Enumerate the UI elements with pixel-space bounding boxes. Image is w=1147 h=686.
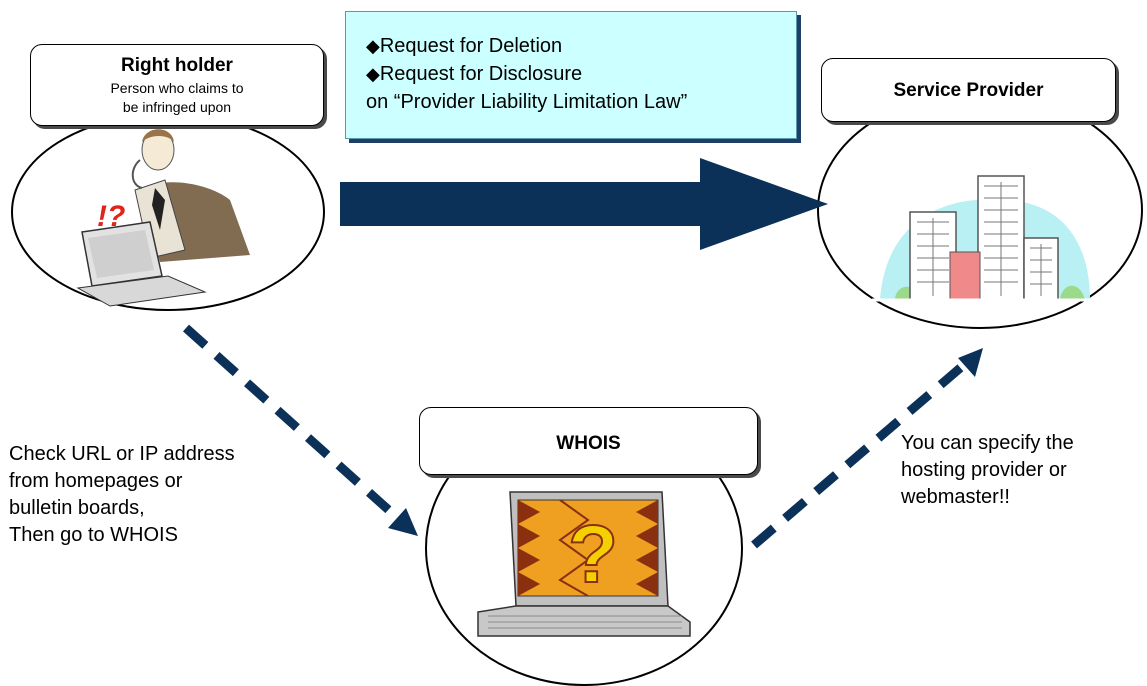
caption-check-url: Check URL or IP address from homepages o… — [9, 443, 235, 546]
request-box: ◆Request for Deletion ◆Request for Discl… — [345, 11, 797, 139]
service-provider-title: Service Provider — [893, 80, 1044, 101]
laptop-icon — [477, 491, 691, 637]
whois-label-box: WHOIS — [419, 407, 758, 475]
right-holder-label-box: Right holder Person who claims to be inf… — [30, 44, 324, 126]
office-buildings-icon — [872, 175, 1095, 302]
service-provider-label-box: Service Provider — [821, 58, 1116, 122]
request-item-disclosure: ◆Request for Disclosure — [366, 63, 583, 85]
bullet-diamond-icon: ◆ — [366, 36, 380, 56]
confusion-mark: !? — [97, 200, 125, 233]
person-at-computer-icon — [76, 129, 250, 307]
request-item-law: on “Provider Liability Limitation Law” — [366, 91, 688, 113]
bullet-diamond-icon: ◆ — [366, 64, 380, 84]
request-arrow — [340, 158, 828, 250]
request-item-deletion: ◆Request for Deletion — [366, 35, 563, 57]
right-holder-subtitle-line2: be infringed upon — [122, 99, 232, 115]
right-holder-title: Right holder — [121, 55, 233, 76]
whois-title: WHOIS — [556, 433, 621, 454]
right-holder-subtitle-line1: Person who claims to — [110, 80, 244, 96]
dashed-arrow-right — [751, 348, 983, 549]
screen-question-mark: ? — [568, 509, 618, 600]
dashed-arrow-left — [182, 324, 418, 536]
caption-specify-provider: You can specify the hosting provider or … — [901, 432, 1074, 508]
